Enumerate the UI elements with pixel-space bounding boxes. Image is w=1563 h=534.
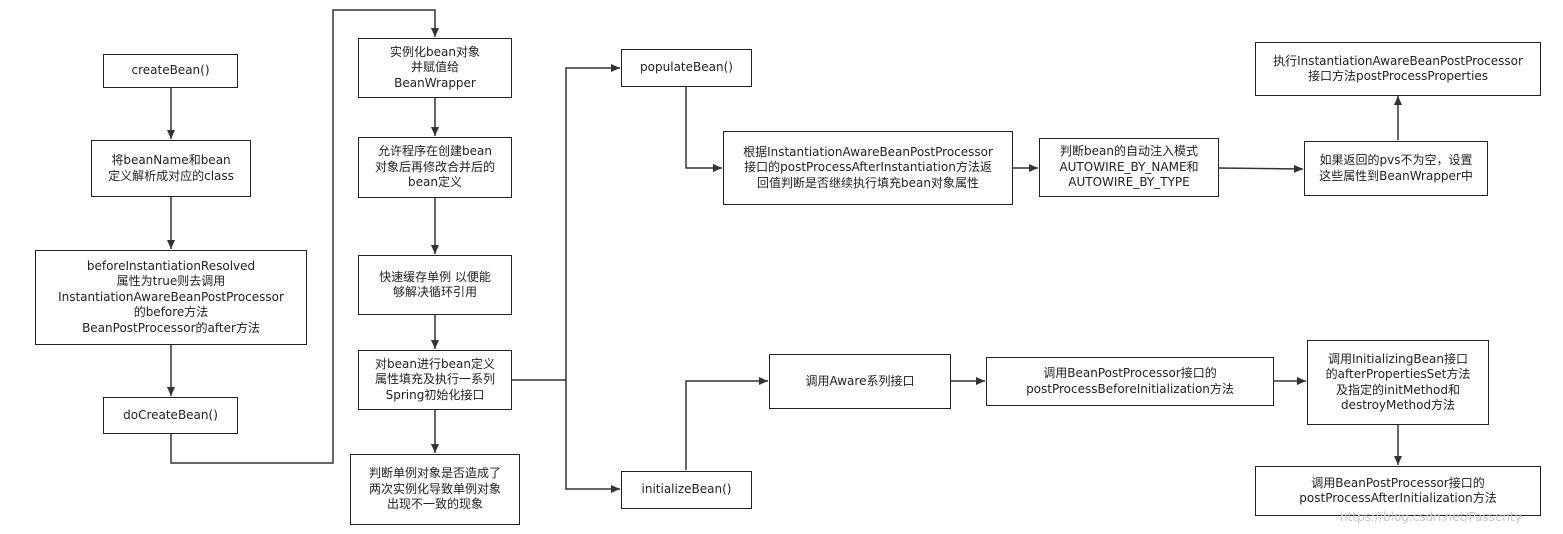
edge-populatebean-to-afterinstantiation <box>685 87 722 172</box>
node-createbean: createBean() <box>103 54 238 88</box>
node-aware-interfaces: 调用Aware系列接口 <box>769 354 951 409</box>
node-initializebean: initializeBean() <box>621 471 752 509</box>
node-merged-definition: 允许程序在创建bean 对象后再修改合并后的 bean定义 <box>358 137 512 198</box>
edge-branch-to-populatebean <box>565 64 620 380</box>
node-after-initialization: 调用BeanPostProcessor接口的 postProcessAfterI… <box>1255 466 1541 516</box>
edge-branch-to-initializebean <box>565 380 620 493</box>
node-initializing-bean: 调用InitializingBean接口 的afterPropertiesSet… <box>1307 340 1489 425</box>
node-check-singleton: 判断单例对象是否造成了 两次实例化导致单例对象 出现不一致的现象 <box>350 454 520 525</box>
node-before-initialization: 调用BeanPostProcessor接口的 postProcessBefore… <box>986 357 1274 406</box>
edge-docreatebean-to-instantiate <box>170 9 439 464</box>
node-set-pvs: 如果返回的pvs不为空，设置 这些属性到BeanWrapper中 <box>1304 141 1488 196</box>
node-populate-init: 对bean进行bean定义 属性填充及执行一系列 Spring初始化接口 <box>358 350 512 410</box>
node-before-instantiation: beforeInstantiationResolved 属性为true则去调用 … <box>35 250 307 345</box>
watermark: https://blog.csdn.net/Passenty <box>1340 510 1522 524</box>
node-instantiate: 实例化bean对象 并赋值给 BeanWrapper <box>358 38 512 98</box>
edge-initializebean-to-aware <box>685 377 768 470</box>
node-resolve-class: 将beanName和bean 定义解析成对应的class <box>91 140 251 197</box>
node-post-process-properties: 执行InstantiationAwareBeanPostProcessor 接口… <box>1255 42 1541 96</box>
edge-autowiremode-to-setpvs <box>1218 164 1304 173</box>
node-after-instantiation: 根据InstantiationAwareBeanPostProcessor 接口… <box>723 131 1013 205</box>
node-docreatebean: doCreateBean() <box>103 397 238 434</box>
node-early-singleton: 快速缓存单例 以便能 够解决循环引用 <box>358 255 512 315</box>
node-populatebean: populateBean() <box>621 49 752 87</box>
node-autowire-mode: 判断bean的自动注入模式 AUTOWIRE_BY_NAME和 AUTOWIRE… <box>1039 138 1219 197</box>
